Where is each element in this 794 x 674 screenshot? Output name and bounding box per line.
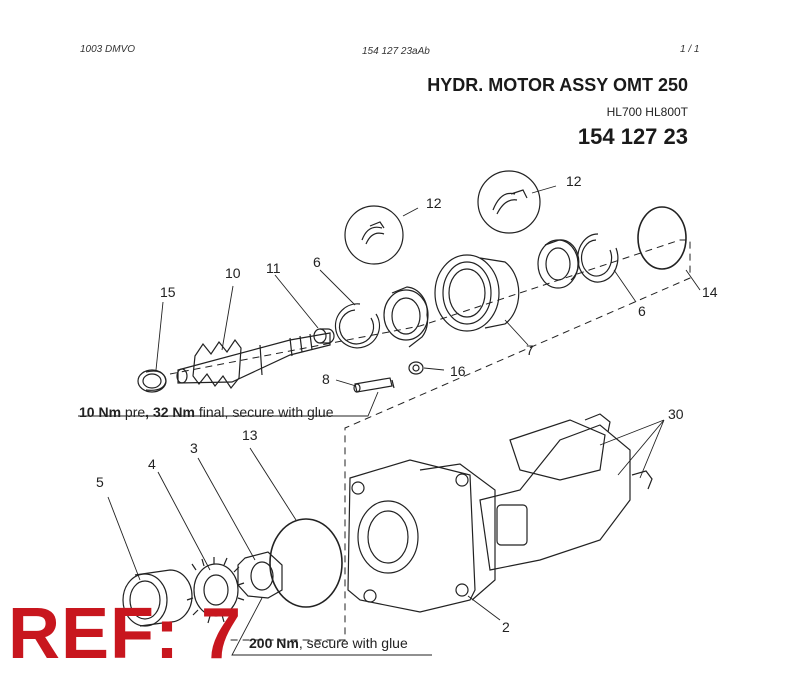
part-11-bush <box>313 328 335 344</box>
bolt-torque-final: 32 Nm <box>152 404 195 420</box>
leader-lines <box>78 185 701 656</box>
part-4-tab-washer <box>186 557 245 624</box>
part-6-circlip-left <box>334 303 381 349</box>
callout-30: 30 <box>668 406 684 422</box>
nut-torque: 200 Nm <box>249 635 299 651</box>
part-15-seal <box>137 369 167 393</box>
ref-stamp: REF: 7 <box>8 594 243 674</box>
bolt-note-rest: final, secure with glue <box>194 404 334 420</box>
page-count: 1 / 1 <box>680 44 700 55</box>
nut-note-rest: , secure with glue <box>298 635 408 651</box>
bolt-torque-pre: 10 Nm <box>79 404 122 420</box>
part-8-bolt <box>353 377 395 393</box>
part-10-shaft <box>176 332 331 390</box>
part-number: 154 127 23 <box>577 124 688 149</box>
bolt-torque-note: 10 Nm pre, 32 Nm final, secure with glue <box>79 404 349 421</box>
callout-14: 14 <box>702 284 718 300</box>
part-12-bearing-left <box>383 286 429 348</box>
callout-10: 10 <box>225 265 241 281</box>
callout-6-left: 6 <box>313 254 321 270</box>
callout-6-right: 6 <box>638 303 646 319</box>
callout-7: 7 <box>526 342 534 358</box>
part-7-housing <box>434 254 520 332</box>
nut-torque-note: 200 Nm, secure with glue <box>249 635 408 652</box>
part-13-o-ring <box>269 518 343 608</box>
part-12-bearing-right <box>537 239 580 289</box>
bolt-pre-word: pre <box>121 404 146 420</box>
callout-3: 3 <box>190 440 198 456</box>
part-12-detail-bubbles <box>344 170 541 265</box>
callout-2: 2 <box>502 619 510 635</box>
part-14-o-ring <box>637 206 687 270</box>
assembly-guide-lines <box>169 239 691 641</box>
callout-16: 16 <box>450 363 466 379</box>
part-2-flange <box>347 459 496 613</box>
part-3-nut <box>237 551 283 599</box>
part-5-bearing <box>122 569 193 627</box>
callout-13: 13 <box>242 427 258 443</box>
model-list: HL700 HL800T <box>606 105 688 119</box>
doc-revision: 154 127 23aAb <box>362 46 430 57</box>
callout-8: 8 <box>322 371 330 387</box>
doc-code: 1003 DMVO <box>80 44 136 55</box>
part-6-circlip-right <box>577 233 619 283</box>
part-16-washer <box>408 361 424 375</box>
callout-11: 11 <box>266 260 281 276</box>
motor-body <box>479 413 653 571</box>
callout-12-right: 12 <box>566 173 582 189</box>
callout-12-left: 12 <box>426 195 442 211</box>
callout-4: 4 <box>148 456 156 472</box>
assembly-title: HYDR. MOTOR ASSY OMT 250 <box>427 75 688 95</box>
callout-5: 5 <box>96 474 104 490</box>
bolt-sep: , <box>145 404 153 420</box>
callout-15: 15 <box>160 284 176 300</box>
